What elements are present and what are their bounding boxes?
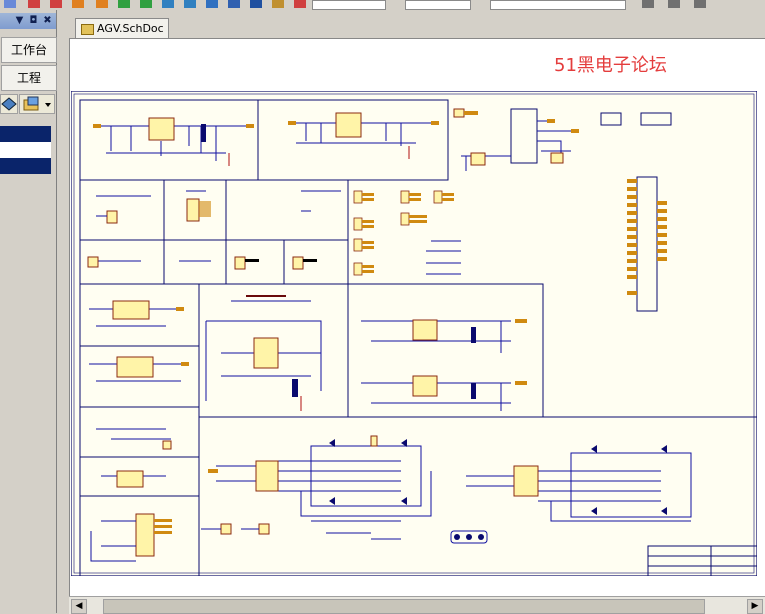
folder-icon[interactable] <box>19 94 55 114</box>
toolbar-icon[interactable] <box>140 0 152 8</box>
toolbar-icon[interactable] <box>668 0 680 8</box>
tree-row-selected[interactable] <box>0 158 51 174</box>
header-connector <box>627 176 667 312</box>
toolbar-icon[interactable] <box>118 0 130 8</box>
toolbar-icon[interactable] <box>206 0 218 8</box>
toolbar-combo[interactable] <box>405 0 471 10</box>
toolbar-icon[interactable] <box>294 0 306 8</box>
motor-driver-2 <box>361 375 527 411</box>
panel-close-icon[interactable]: ✖ <box>43 15 52 26</box>
boost-converter <box>205 295 322 411</box>
panel-pin-icon[interactable]: ◘ <box>29 15 38 26</box>
panel-menu-icon[interactable]: ▼ <box>15 15 24 26</box>
document-area: AGV.SchDoc 51黑电子论坛 <box>57 10 765 614</box>
toolbar-icon[interactable] <box>96 0 108 8</box>
mcu-cluster <box>453 108 672 171</box>
regulator-block-3 <box>89 300 189 382</box>
misc-left-blocks <box>90 428 172 562</box>
tab-project[interactable]: 工程 <box>1 65 57 91</box>
left-middle-blocks <box>87 190 341 270</box>
toolbar-icon[interactable] <box>50 0 62 8</box>
scroll-right-icon[interactable]: ▶ <box>747 599 763 614</box>
document-tab-label: AGV.SchDoc <box>97 22 164 35</box>
toolbar-icon[interactable] <box>72 0 84 8</box>
panel-header: ▼ ◘ ✖ <box>0 13 56 29</box>
motor-driver-1 <box>361 319 527 353</box>
bottom-misc <box>201 523 488 544</box>
toolbar-icon[interactable] <box>642 0 654 8</box>
toolbar-icon[interactable] <box>28 0 40 8</box>
sheet-border <box>73 93 755 574</box>
regulator-block-2 <box>288 112 439 159</box>
h-bridge-left <box>208 435 432 540</box>
toolbar-combo[interactable] <box>490 0 626 10</box>
regulator-block-1 <box>93 117 254 166</box>
toolbar-icon[interactable] <box>4 0 16 8</box>
toolbar-icon[interactable] <box>272 0 284 8</box>
tab-workspace[interactable]: 工作台 <box>1 37 57 63</box>
scroll-left-icon[interactable]: ◀ <box>71 599 87 614</box>
layer-icon[interactable] <box>0 94 18 114</box>
toolbar-icon[interactable] <box>694 0 706 8</box>
schematic-sheet[interactable] <box>71 91 757 576</box>
tree-row-selected[interactable] <box>0 126 51 142</box>
schematic-file-icon <box>81 24 94 35</box>
watermark-text: 51黑电子论坛 <box>554 55 667 76</box>
toolbar-icon[interactable] <box>162 0 174 8</box>
toolbar-icon[interactable] <box>250 0 262 8</box>
toolbar-icon[interactable] <box>184 0 196 8</box>
scrollbar-thumb[interactable] <box>103 599 705 614</box>
tree-row[interactable] <box>0 142 51 158</box>
projects-panel: ▼ ◘ ✖ 工作台 工程 <box>0 10 57 613</box>
horizontal-scrollbar[interactable]: ◀ ▶ <box>69 596 765 614</box>
toolbar-icon[interactable] <box>228 0 240 8</box>
document-tab[interactable]: AGV.SchDoc <box>75 18 169 39</box>
small-connector-pins <box>362 193 454 273</box>
h-bridge-right <box>466 445 692 522</box>
switch-lines <box>426 240 461 275</box>
section-borders <box>79 99 757 576</box>
toolbar-combo[interactable] <box>312 0 386 10</box>
small-connectors <box>353 190 443 276</box>
panel-toolbar <box>0 92 56 114</box>
top-toolbar <box>0 0 765 10</box>
